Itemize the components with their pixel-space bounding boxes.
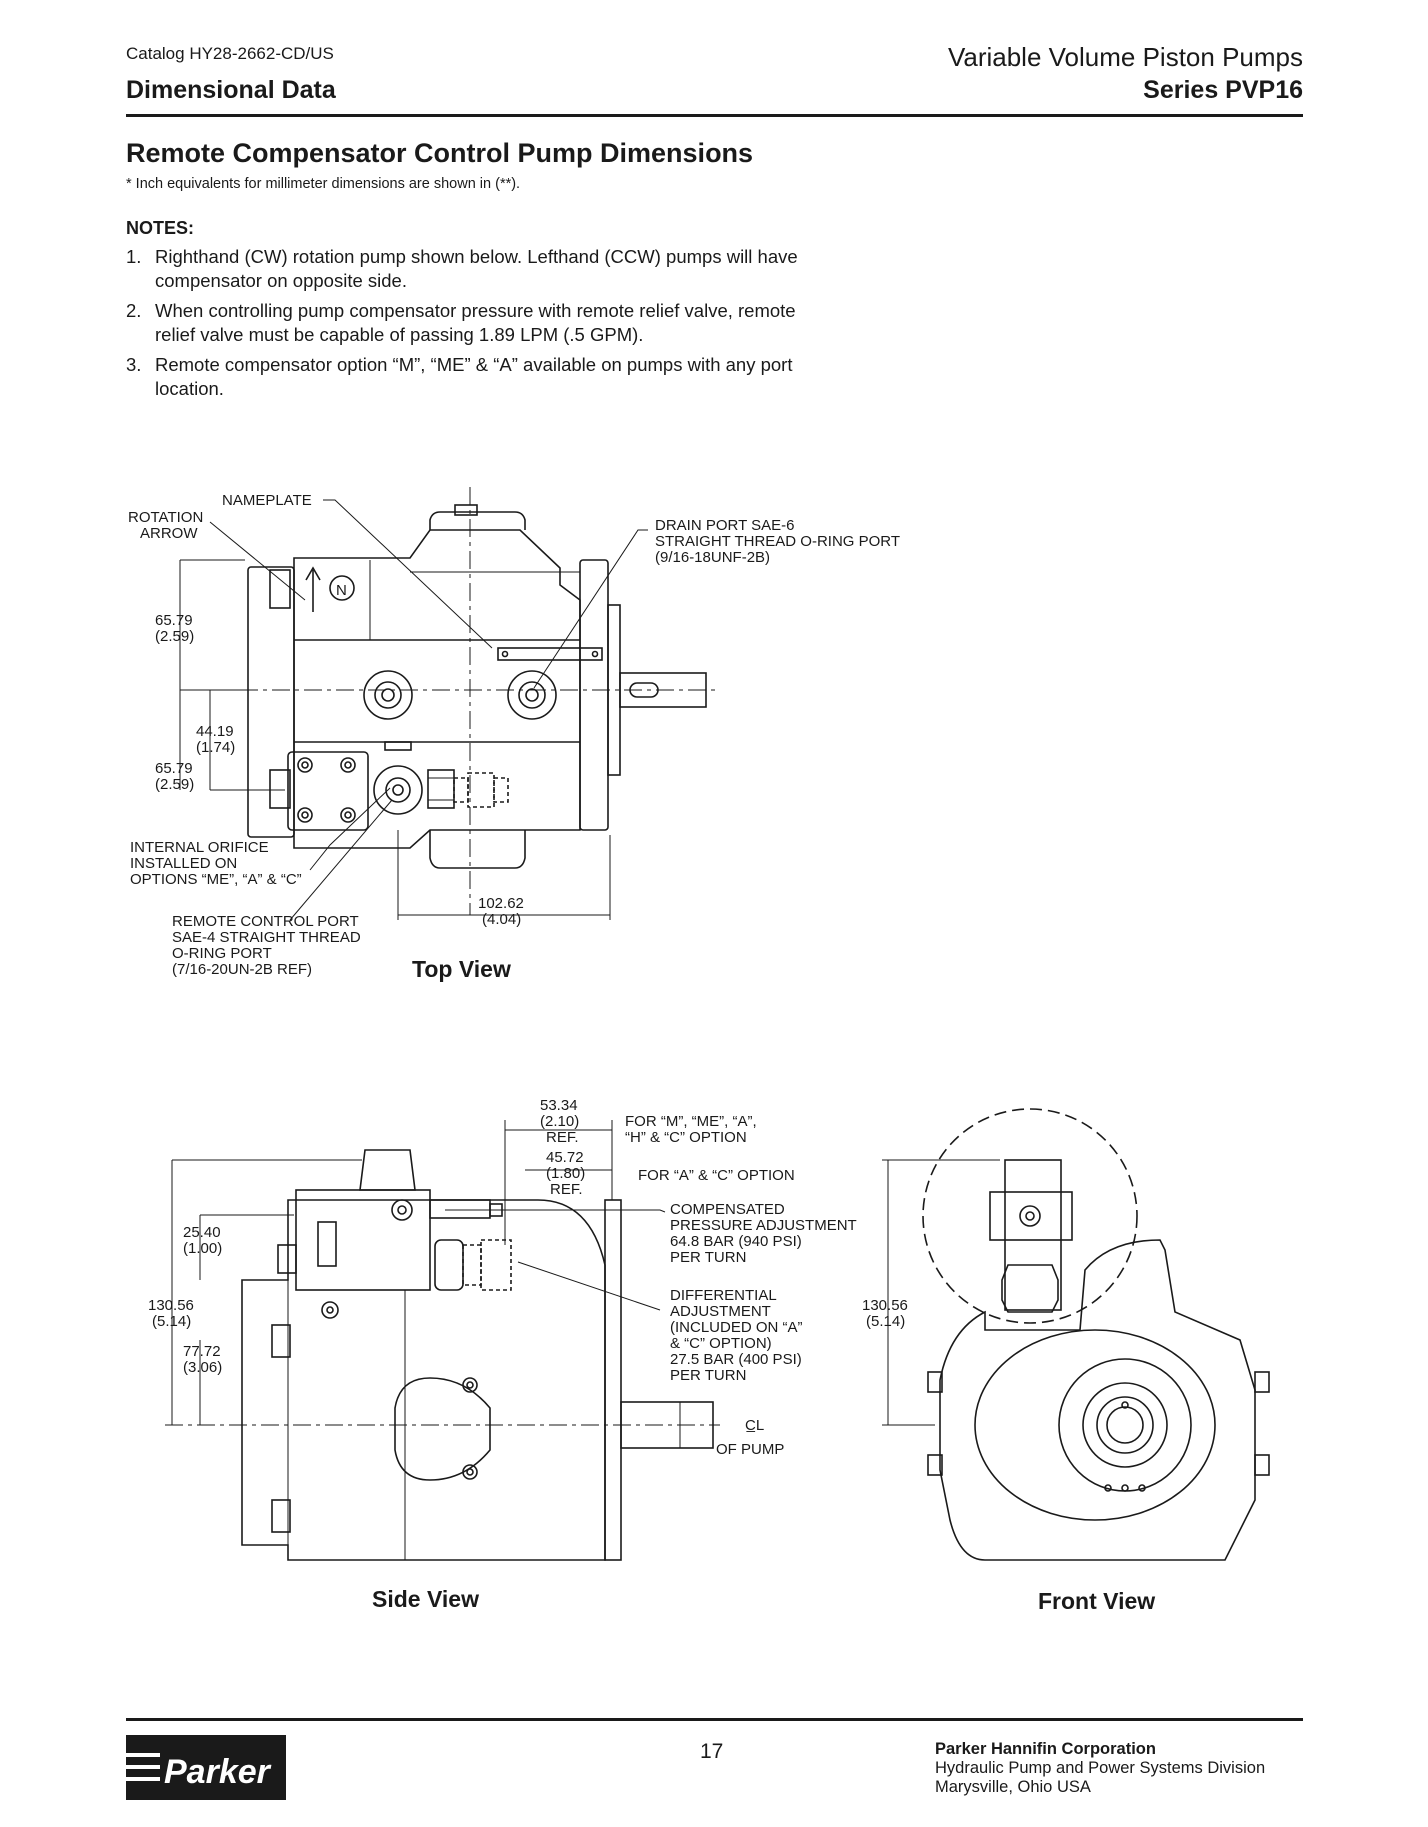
caption-front-view: Front View bbox=[1038, 1588, 1155, 1614]
label-diff-6: PER TURN bbox=[670, 1367, 746, 1384]
label-comp-1: COMPENSATED bbox=[670, 1201, 785, 1218]
label-orifice-2: INSTALLED ON bbox=[130, 855, 237, 872]
company-name: Parker Hannifin Corporation bbox=[935, 1740, 1156, 1758]
notes-list: 1. Righthand (CW) rotation pump shown bel… bbox=[126, 245, 826, 407]
top-view-drawing: N bbox=[179, 487, 720, 921]
side-view-drawing bbox=[165, 1120, 720, 1561]
rotation-symbol: N bbox=[336, 582, 347, 599]
label-arrow: ARROW bbox=[140, 525, 198, 542]
dim-45-72: 45.72 bbox=[546, 1149, 584, 1166]
dim-53-34: 53.34 bbox=[540, 1097, 578, 1114]
label-option-1b: “H” & “C” OPTION bbox=[625, 1129, 747, 1146]
company-location: Marysville, Ohio USA bbox=[935, 1778, 1091, 1796]
dim-2-10: (2.10) bbox=[540, 1113, 579, 1130]
company-block: Parker Hannifin Corporation Hydraulic Pu… bbox=[935, 1740, 1265, 1797]
label-diff-3: (INCLUDED ON “A” bbox=[670, 1319, 803, 1336]
page-title: Remote Compensator Control Pump Dimensio… bbox=[126, 138, 754, 168]
note-number: 1. bbox=[126, 246, 142, 267]
dim-65-79-top: 65.79 bbox=[155, 612, 193, 629]
note-item: 1. Righthand (CW) rotation pump shown bel… bbox=[126, 245, 826, 293]
dim-2-59-bottom: (2.59) bbox=[155, 776, 194, 793]
label-remote-2: SAE-4 STRAIGHT THREAD bbox=[172, 929, 361, 946]
dim-4-04: (4.04) bbox=[482, 911, 521, 928]
dim-25-40: 25.40 bbox=[183, 1224, 221, 1241]
footer-rule bbox=[126, 1718, 1303, 1721]
dim-130-56-side: 130.56 bbox=[148, 1297, 194, 1314]
note-item: 3. Remote compensator option “M”, “ME” & … bbox=[126, 353, 826, 401]
label-comp-3: 64.8 BAR (940 PSI) bbox=[670, 1233, 802, 1250]
label-diff-5: 27.5 BAR (400 PSI) bbox=[670, 1351, 802, 1368]
dim-2-59-top: (2.59) bbox=[155, 628, 194, 645]
series-name: Series PVP16 bbox=[1143, 76, 1303, 104]
dim-ref-1: REF. bbox=[546, 1129, 579, 1146]
label-remote-4: (7/16-20UN-2B REF) bbox=[172, 961, 312, 978]
note-text: When controlling pump compensator pressu… bbox=[155, 300, 796, 345]
page-number: 17 bbox=[700, 1740, 724, 1763]
dim-5-14-side: (5.14) bbox=[152, 1313, 191, 1330]
parker-logo-text: Parker bbox=[164, 1753, 272, 1791]
note-item: 2. When controlling pump compensator pres… bbox=[126, 299, 826, 347]
catalog-number: Catalog HY28-2662-CD/US bbox=[126, 44, 334, 63]
label-comp-2: PRESSURE ADJUSTMENT bbox=[670, 1217, 857, 1234]
dim-5-14-front: (5.14) bbox=[866, 1313, 905, 1330]
caption-top-view: Top View bbox=[412, 956, 511, 982]
label-drain-3: (9/16-18UNF-2B) bbox=[655, 549, 770, 566]
label-nameplate: NAMEPLATE bbox=[222, 492, 312, 509]
label-diff-2: ADJUSTMENT bbox=[670, 1303, 771, 1320]
note-text: Remote compensator option “M”, “ME” & “A… bbox=[155, 354, 793, 399]
note-number: 3. bbox=[126, 354, 142, 375]
dim-1-74: (1.74) bbox=[196, 739, 235, 756]
dim-1-00: (1.00) bbox=[183, 1240, 222, 1257]
parker-logo: Parker bbox=[126, 1735, 286, 1800]
note-number: 2. bbox=[126, 300, 142, 321]
label-comp-4: PER TURN bbox=[670, 1249, 746, 1266]
label-orifice-3: OPTIONS “ME”, “A” & “C” bbox=[130, 871, 302, 888]
label-option-2: FOR “A” & “C” OPTION bbox=[638, 1167, 795, 1184]
front-view-drawing bbox=[882, 1108, 1270, 1561]
dim-ref-2: REF. bbox=[550, 1181, 583, 1198]
page-subtitle: * Inch equivalents for millimeter dimens… bbox=[126, 176, 521, 192]
product-name: Variable Volume Piston Pumps bbox=[947, 42, 1303, 72]
label-remote-1: REMOTE CONTROL PORT bbox=[172, 913, 359, 930]
label-orifice-1: INTERNAL ORIFICE bbox=[130, 839, 269, 856]
label-of-pump: OF PUMP bbox=[716, 1441, 784, 1458]
notes-heading: NOTES: bbox=[126, 218, 195, 238]
label-diff-1: DIFFERENTIAL bbox=[670, 1287, 777, 1304]
label-option-1a: FOR “M”, “ME”, “A”, bbox=[625, 1113, 757, 1130]
label-remote-3: O-RING PORT bbox=[172, 945, 272, 962]
caption-side-view: Side View bbox=[372, 1586, 479, 1612]
label-drain-2: STRAIGHT THREAD O-RING PORT bbox=[655, 533, 900, 550]
dim-44-19: 44.19 bbox=[196, 723, 234, 740]
dim-77-72: 77.72 bbox=[183, 1343, 221, 1360]
label-diff-4: & “C” OPTION) bbox=[670, 1335, 772, 1352]
dim-3-06: (3.06) bbox=[183, 1359, 222, 1376]
label-rotation: ROTATION bbox=[128, 509, 203, 526]
dim-102-62: 102.62 bbox=[478, 895, 524, 912]
dim-1-80: (1.80) bbox=[546, 1165, 585, 1182]
note-text: Righthand (CW) rotation pump shown below… bbox=[155, 246, 798, 291]
company-division: Hydraulic Pump and Power Systems Divisio… bbox=[935, 1759, 1266, 1777]
label-centerline: C̲L bbox=[745, 1417, 764, 1434]
header-rule bbox=[126, 114, 1303, 117]
dim-65-79-bottom: 65.79 bbox=[155, 760, 193, 777]
label-drain-1: DRAIN PORT SAE-6 bbox=[655, 517, 794, 534]
dim-130-56-front: 130.56 bbox=[862, 1297, 908, 1314]
section-title: Dimensional Data bbox=[126, 76, 336, 104]
